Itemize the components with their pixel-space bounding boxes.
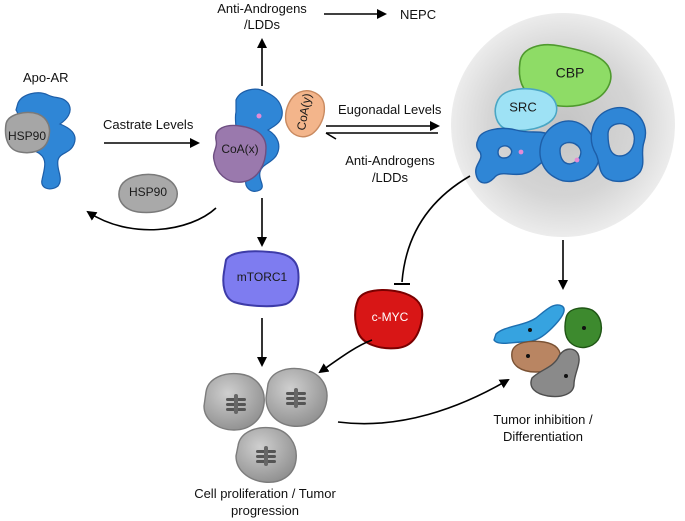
src-label: SRC	[509, 99, 536, 114]
ar-dimer-left	[475, 127, 557, 184]
ligand-dot	[256, 113, 262, 119]
cbp-label: CBP	[556, 65, 585, 81]
hsp90-free-label: HSP90	[129, 185, 167, 199]
chromosome-1	[226, 394, 246, 414]
anti-androgens-mid-label: Anti-Androgens	[345, 153, 435, 168]
eugonadal-complex	[475, 44, 647, 184]
proliferating-cells	[203, 367, 328, 483]
coa-x-label: CoA(x)	[221, 142, 258, 156]
eugonadal-levels-label: Eugonadal Levels	[338, 102, 442, 117]
castrate-levels-label: Castrate Levels	[103, 117, 194, 132]
ar-coactivator-complex	[212, 88, 326, 192]
differentiated-cells	[493, 304, 603, 398]
equilibrium-back-head	[325, 132, 337, 140]
lddd-mid-label: /LDDs	[371, 170, 409, 185]
tumor-progression-label: progression	[231, 503, 299, 518]
src-shape	[494, 87, 558, 132]
diff-cell-blue	[493, 304, 565, 344]
arrow-hsp90-release	[86, 207, 217, 231]
hsp90-bound-shape	[4, 111, 51, 154]
diff-dot-3	[526, 354, 530, 358]
diff-dot-2	[582, 326, 586, 330]
coa-y-label: CoA(y)	[294, 92, 314, 131]
c-myc-shape	[354, 289, 424, 350]
mtorc1-label: mTORC1	[237, 270, 288, 284]
chromosome-2	[286, 388, 306, 408]
nepc-label: NEPC	[400, 7, 437, 22]
coa-y-shape	[284, 90, 326, 138]
inhibition-to-cmyc	[401, 175, 471, 283]
tumor-inhibition-label: Tumor inhibition /	[493, 412, 593, 427]
hsp90-bound-label: HSP90	[8, 129, 46, 143]
apo-ar-label: Apo-AR	[23, 70, 69, 85]
ar-dimer-right	[590, 106, 647, 183]
diff-dot-4	[564, 374, 568, 378]
diff-cell-gray	[530, 348, 580, 398]
ligand-dot-right-2	[574, 157, 580, 163]
apo-ar-complex	[4, 92, 76, 190]
arrow-cmyc-to-cells	[318, 339, 373, 374]
cell-proliferation-label: Cell proliferation / Tumor	[194, 486, 336, 501]
coa-x-shape	[212, 124, 267, 183]
arrow-cells-to-differentiation	[337, 378, 510, 425]
hsp90-free-shape	[118, 173, 178, 214]
mtorc1-shape	[222, 250, 300, 308]
c-myc-label: c-MYC	[372, 310, 409, 324]
arrows	[86, 9, 568, 425]
differentiation-label: Differentiation	[503, 429, 583, 444]
ligand-dot-right-1	[518, 149, 524, 155]
diff-dot-1	[528, 328, 532, 332]
anti-androgens-top-label: Anti-Androgens	[217, 1, 307, 16]
chromosome-3	[256, 446, 276, 466]
lddd-top-label: /LDDs	[243, 17, 281, 32]
